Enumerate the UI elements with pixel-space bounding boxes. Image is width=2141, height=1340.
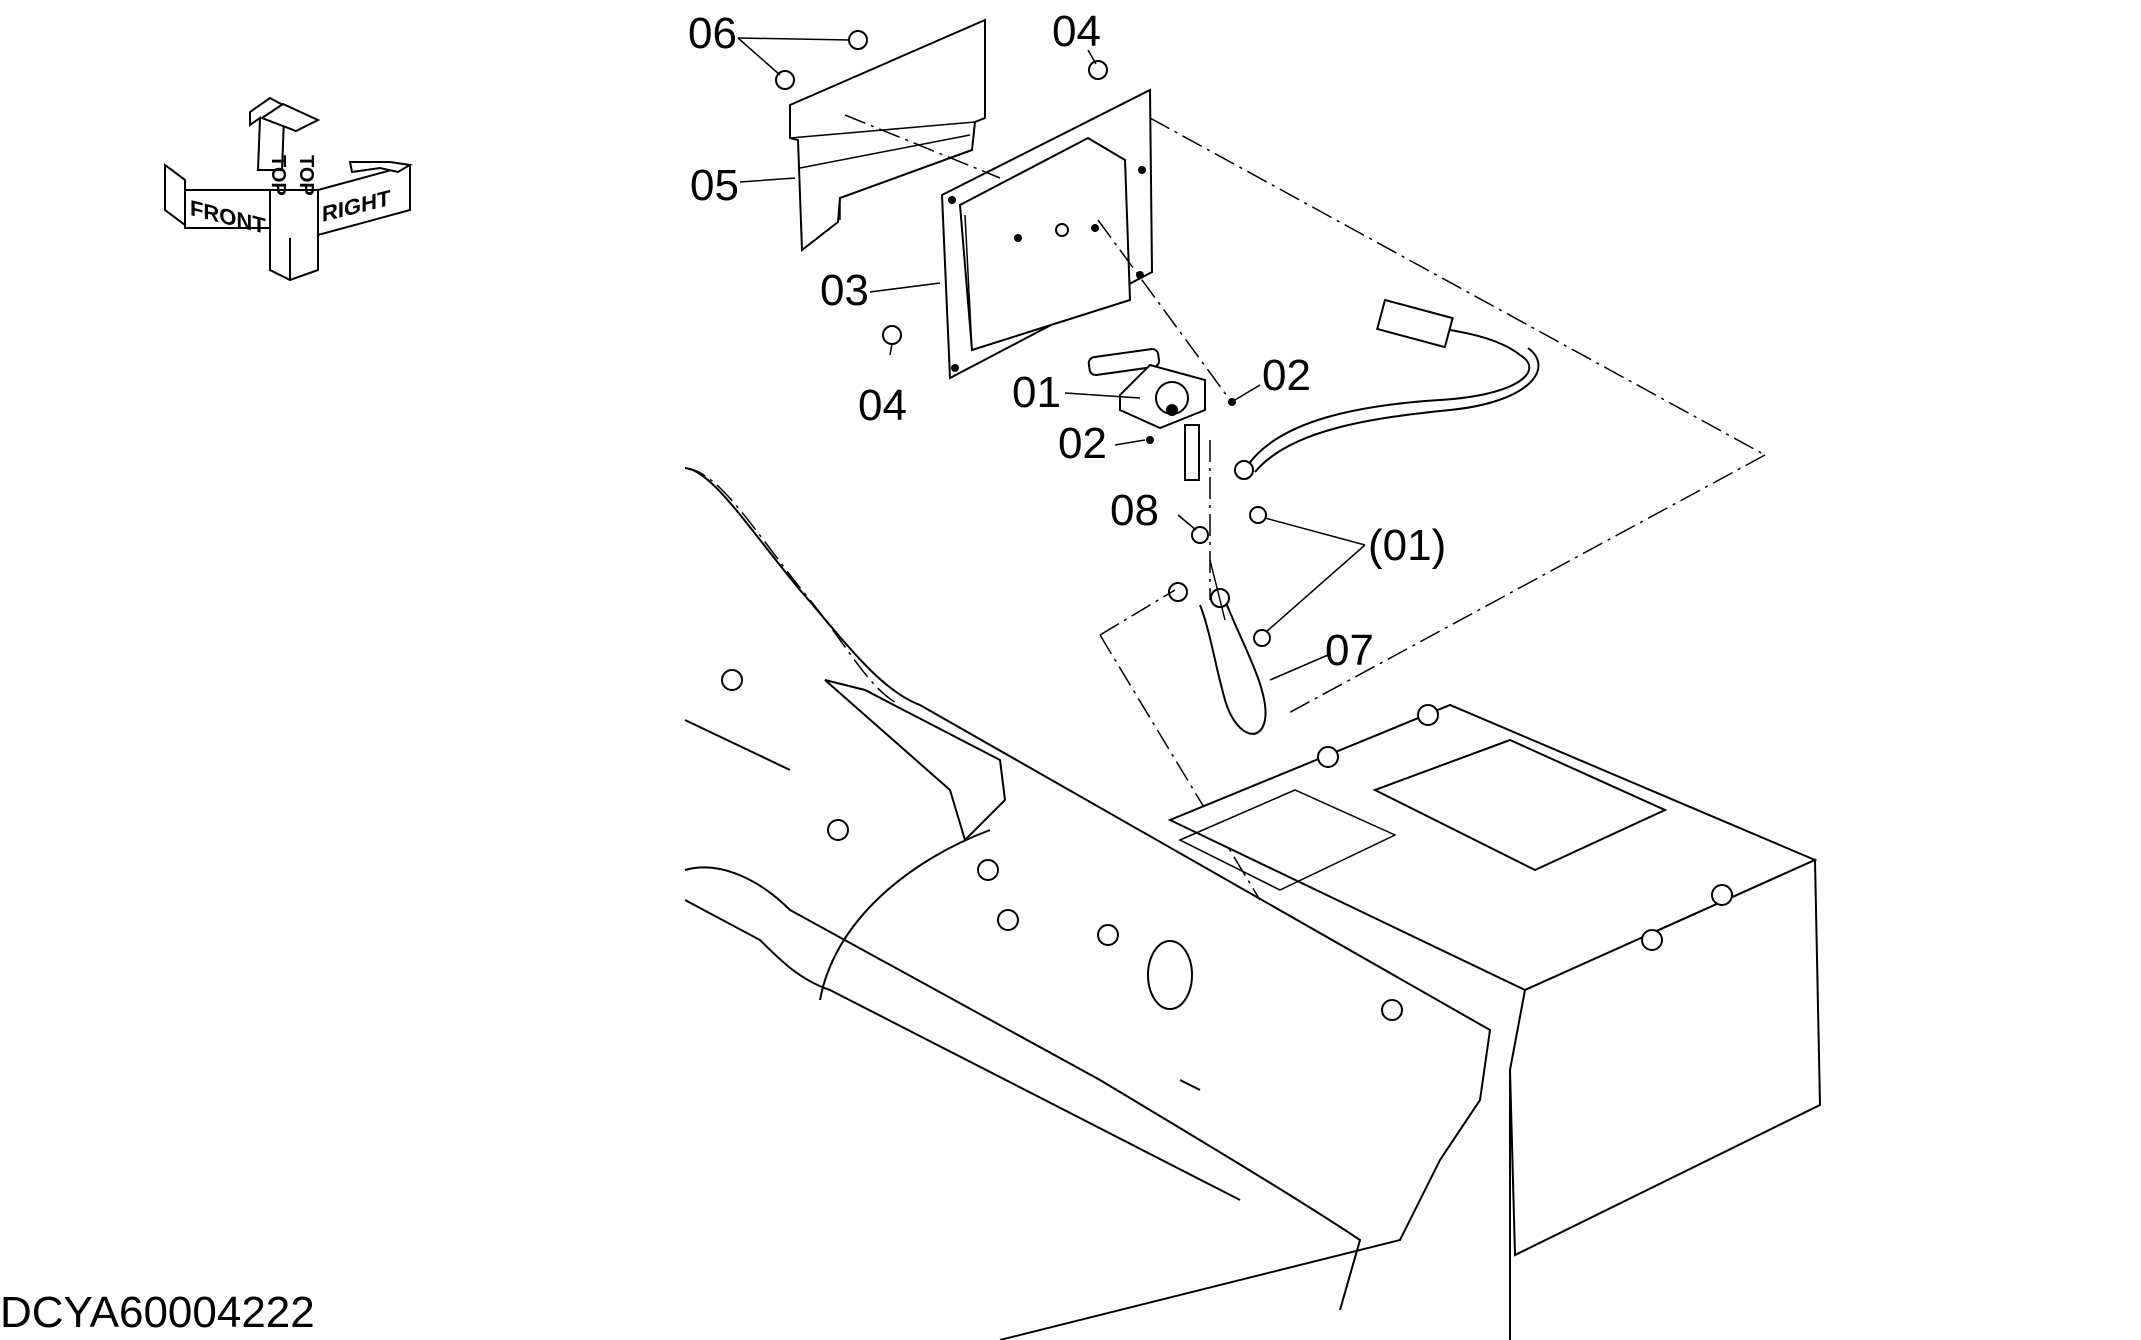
nut-01-a <box>1249 506 1267 524</box>
orientation-indicator: FRONT TOP TOP RIGHT <box>164 96 413 282</box>
ground-cable-part-07 <box>1168 559 1267 735</box>
callout-04-top: 04 <box>1052 7 1101 56</box>
callout-04-bottom: 04 <box>858 381 907 430</box>
top-label-left: TOP <box>267 155 289 196</box>
nut-06-a <box>848 30 868 50</box>
nut-01-b <box>1253 629 1271 647</box>
callout-02-right: 02 <box>1262 351 1311 400</box>
document-id: DCYA60004222 <box>0 1288 315 1337</box>
mounting-plate-part-03 <box>940 88 1154 380</box>
bracket-part-05 <box>789 18 986 252</box>
callout-01: 01 <box>1012 368 1061 417</box>
screw-02-b <box>1146 436 1154 444</box>
fasteners <box>775 30 1271 647</box>
callout-02-left: 02 <box>1058 419 1107 468</box>
machine-frame <box>684 467 1822 1340</box>
battery-relay-part-01 <box>1087 348 1206 481</box>
cable-harness <box>1234 298 1540 480</box>
bolt-08 <box>1191 526 1209 544</box>
top-label-right: TOP <box>295 155 317 196</box>
bolt-04-a <box>1088 60 1108 80</box>
callout-03: 03 <box>820 266 869 315</box>
bolt-04-b <box>882 325 902 345</box>
callout-06: 06 <box>688 9 737 58</box>
callout-07: 07 <box>1325 626 1374 675</box>
callout-05: 05 <box>690 161 739 210</box>
leader-lines <box>737 37 1366 681</box>
callout-01-paren: (01) <box>1368 521 1446 570</box>
nut-06-b <box>775 70 795 90</box>
assembly-lines <box>844 114 1766 901</box>
callout-08: 08 <box>1110 486 1159 535</box>
callout-labels: 06 04 05 03 04 01 02 02 08 (01) 07 <box>688 7 1446 675</box>
